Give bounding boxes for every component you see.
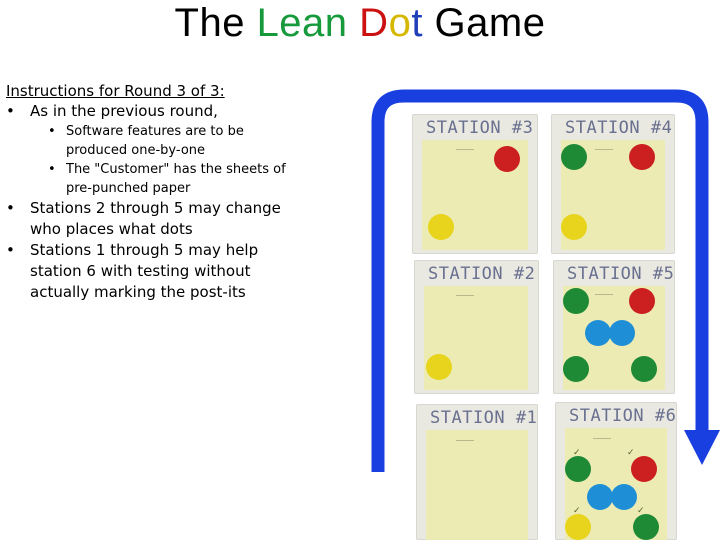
station-4-card: STATION #4 ______: [551, 114, 675, 254]
red-dot: [631, 456, 657, 482]
yellow-dot: [426, 354, 452, 380]
station-2-sheet: ______: [424, 286, 528, 390]
green-dot: [563, 288, 589, 314]
station-1-card: STATION #1 ______: [416, 404, 538, 540]
green-dot: [561, 144, 587, 170]
station-1-sheet: ______: [426, 430, 528, 540]
green-dot: [633, 514, 659, 540]
station-5-sheet: ______: [563, 286, 665, 390]
green-dot: [565, 456, 591, 482]
title-letter-d: D: [359, 1, 389, 45]
bullet-stations-help: Stations 1 through 5 may help station 6 …: [6, 240, 296, 303]
blue-dot: [611, 484, 637, 510]
station-6-label: STATION #6: [569, 406, 677, 426]
blue-dot: [609, 320, 635, 346]
instructions-block: Instructions for Round 3 of 3: As in the…: [6, 82, 296, 303]
station-4-sheet: ______: [561, 140, 665, 250]
station-2-card: STATION #2 ______: [414, 260, 539, 394]
page-title: The Lean Dot Game: [0, 0, 720, 46]
instructions-heading: Instructions for Round 3 of 3:: [6, 82, 225, 100]
yellow-dot: [428, 214, 454, 240]
blue-dot: [587, 484, 613, 510]
station-6-sheet: ______ ✓ ✓ ✓ ✓: [565, 428, 667, 540]
title-letter-o: o: [388, 1, 412, 45]
station-3-sheet: ______: [422, 140, 528, 250]
station-2-label: STATION #2: [428, 264, 536, 284]
title-letter-t: t: [411, 1, 423, 45]
bullet-previous-round: As in the previous round,: [6, 101, 296, 122]
bullet-stations-change: Stations 2 through 5 may change who plac…: [6, 198, 296, 240]
yellow-dot: [565, 514, 591, 540]
green-dot: [563, 356, 589, 382]
station-4-label: STATION #4: [565, 118, 673, 138]
green-dot: [631, 356, 657, 382]
title-word-lean: Lean: [256, 1, 348, 45]
blue-dot: [585, 320, 611, 346]
red-dot: [629, 288, 655, 314]
station-5-card: STATION #5 ______: [553, 260, 675, 394]
title-word-game: Game: [422, 1, 546, 45]
yellow-dot: [561, 214, 587, 240]
station-3-label: STATION #3: [426, 118, 534, 138]
station-5-label: STATION #5: [567, 264, 675, 284]
red-dot: [494, 146, 520, 172]
title-word-the: The: [174, 1, 257, 45]
station-3-card: STATION #3 ______: [412, 114, 538, 254]
station-1-label: STATION #1: [430, 408, 538, 428]
station-6-card: STATION #6 ______ ✓ ✓ ✓ ✓: [555, 402, 677, 540]
red-dot: [629, 144, 655, 170]
sub-bullet-customer: The "Customer" has the sheets of pre-pun…: [6, 160, 296, 198]
sub-bullet-features: Software features are to be produced one…: [6, 122, 296, 160]
